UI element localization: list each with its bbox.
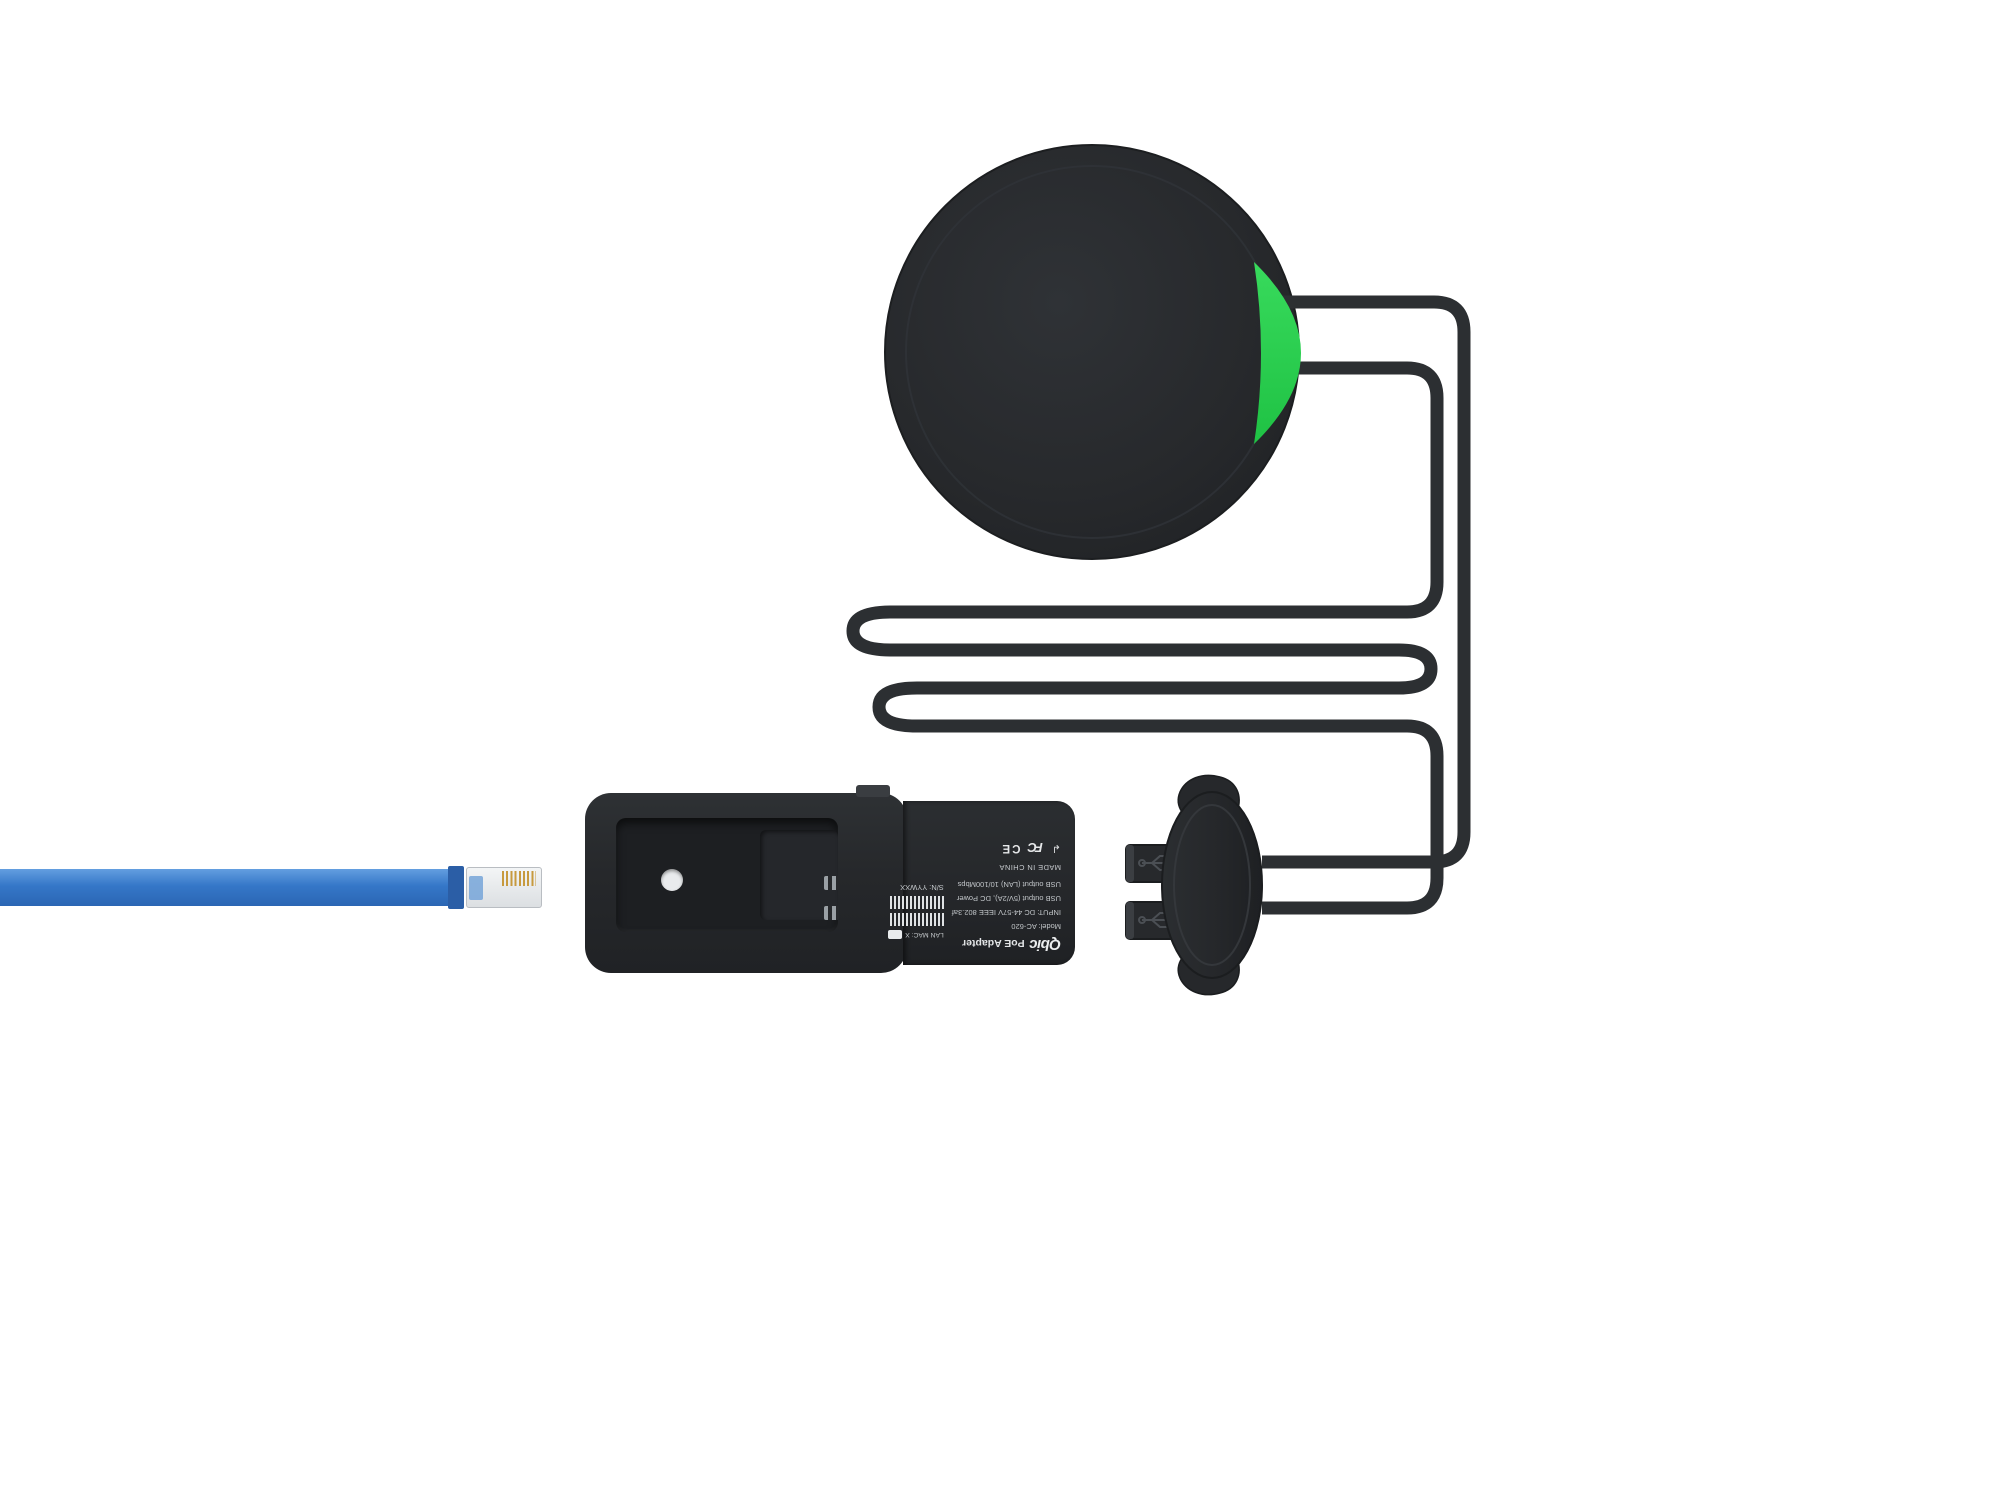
cable-plug-assembly <box>1125 774 1263 996</box>
green-status-lens <box>1254 262 1301 444</box>
lan-mac-row: LAN MAC: X <box>887 930 944 939</box>
fcc-mark: FC <box>1029 840 1043 856</box>
adapter-recess-step <box>760 830 838 920</box>
label-barcode-column: LAN MAC: X S/N: YYWXX <box>887 811 944 953</box>
product-name: PoE Adapter <box>962 937 1025 949</box>
weee-icon: ↲ <box>1051 842 1061 855</box>
ce-mark: CE <box>1000 842 1021 854</box>
adapter-top-tab <box>856 785 890 797</box>
ethernet-cable-boot <box>448 866 464 909</box>
barcode <box>889 913 944 926</box>
power-cable-serpentine <box>846 361 1444 915</box>
made-in-line: MADE IN CHINA <box>999 863 1061 873</box>
round-device <box>884 144 1300 560</box>
plug-disc-rim <box>1173 804 1251 966</box>
plug-disc <box>1161 791 1263 979</box>
poe-adapter-label-section <box>903 801 1075 965</box>
rj45-cable-entry <box>469 876 483 900</box>
certification-marks: ↲ FC CE <box>952 841 1061 856</box>
brand-logo: Qbic <box>1029 936 1061 953</box>
usb-power-spec-line: USB output (5V/2A), DC Power <box>956 894 1061 904</box>
model-line: Model: AC-620 <box>1011 922 1061 931</box>
power-cable-outer <box>1262 295 1471 869</box>
mac-field-box <box>887 930 903 939</box>
usb-lan-spec-line: USB output (LAN) 10/100Mbps <box>957 880 1061 890</box>
adapter-contact-pins <box>824 906 839 920</box>
label-spec-column: Qbic PoE Adapter Model: AC-620 INPUT: DC… <box>951 811 1061 954</box>
device-disc <box>884 144 1300 560</box>
lan-mac-label: LAN MAC: X <box>905 931 944 938</box>
brand-row: Qbic PoE Adapter <box>952 936 1061 953</box>
adapter-contact-pins <box>824 876 839 890</box>
input-spec-line: INPUT: DC 44-57V IEEE 802.3af <box>951 908 1061 918</box>
adapter-printed-label: Qbic PoE Adapter Model: AC-620 INPUT: DC… <box>887 803 1073 963</box>
adapter-mount-hole <box>661 869 683 891</box>
ethernet-cable <box>0 869 452 906</box>
rj45-gold-pins <box>502 871 536 886</box>
rj45-connector <box>466 867 542 908</box>
serial-number: S/N: YYWXX <box>900 883 944 892</box>
barcode <box>889 896 944 909</box>
